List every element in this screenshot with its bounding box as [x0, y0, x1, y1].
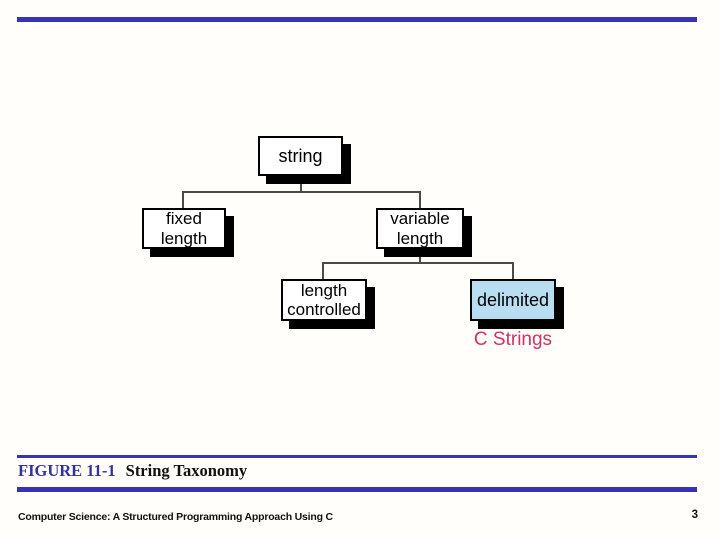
string-taxonomy-diagram: string fixed length variable length leng…	[142, 136, 556, 350]
footer-book-title: Computer Science: A Structured Programmi…	[18, 511, 333, 523]
connector-string-stem	[300, 176, 302, 193]
caption-rule-bottom	[17, 487, 697, 492]
node-length-controlled: length controlled	[281, 279, 367, 321]
page-number: 3	[691, 509, 698, 521]
caption-rule-top	[17, 455, 697, 458]
node-delimited: delimited	[470, 279, 556, 321]
figure-caption: FIGURE 11-1 String Taxonomy	[18, 461, 247, 481]
figure-label: FIGURE 11-1	[18, 461, 116, 480]
connector-lengthcontrolled-drop	[322, 262, 324, 279]
node-variable-length: variable length	[376, 208, 464, 249]
c-strings-annotation: C Strings	[473, 329, 553, 350]
connector-level1-horizontal	[182, 191, 421, 193]
connector-variable-stem	[419, 249, 421, 264]
figure-title: String Taxonomy	[125, 461, 248, 480]
connector-level2-horizontal	[322, 262, 514, 264]
node-string: string	[258, 136, 343, 176]
connector-delimited-drop	[512, 262, 514, 279]
top-accent-bar	[17, 17, 697, 22]
connector-fixed-drop	[182, 191, 184, 208]
node-fixed-length: fixed length	[142, 208, 226, 249]
connector-variable-drop	[419, 191, 421, 208]
